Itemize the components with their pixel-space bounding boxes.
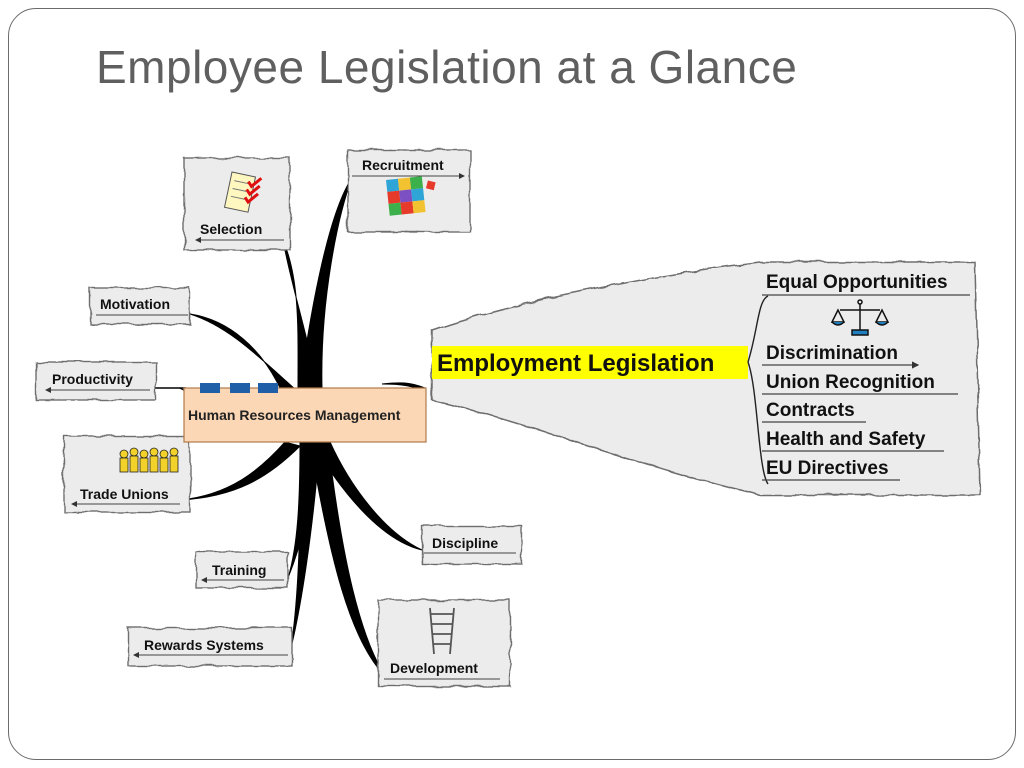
node-development: Development <box>377 599 511 687</box>
connector-recruitment <box>299 177 353 389</box>
item-equal-opportunities: Equal Opportunities <box>766 272 948 293</box>
label-rewards-systems: Rewards Systems <box>144 637 264 653</box>
checklist-icon <box>223 171 263 213</box>
label-discipline: Discipline <box>432 535 498 551</box>
center-tab <box>200 383 220 393</box>
node-recruitment: Recruitment <box>347 149 471 233</box>
legislation-items: Equal Opportunities Discrimination Union… <box>762 272 970 481</box>
legislation-cloud: Employment Legislation Equal Opportuniti… <box>431 261 981 496</box>
legislation-bracket <box>747 295 769 485</box>
label-motivation: Motivation <box>100 296 170 312</box>
label-training: Training <box>212 562 266 578</box>
node-rewards-systems: Rewards Systems <box>127 627 293 667</box>
connector-motivation <box>189 313 298 391</box>
center-node: Human Resources Management <box>183 383 427 443</box>
label-development: Development <box>390 660 478 676</box>
item-union-recognition: Union Recognition <box>766 372 935 393</box>
node-discipline: Discipline <box>421 525 523 565</box>
node-selection: Selection <box>183 157 291 251</box>
item-discrimination: Discrimination <box>766 343 898 364</box>
item-health-safety: Health and Safety <box>766 429 926 450</box>
center-tab <box>230 383 250 393</box>
node-productivity: Productivity <box>35 361 157 401</box>
label-recruitment: Recruitment <box>362 157 444 173</box>
jigsaw-icon <box>386 176 436 216</box>
crowd-icon <box>119 447 179 473</box>
center-tab <box>258 383 278 393</box>
node-motivation: Motivation <box>89 287 191 325</box>
slide-title: Employee Legislation at a Glance <box>96 41 798 93</box>
label-trade-unions: Trade Unions <box>80 486 169 502</box>
legislation-label: Employment Legislation <box>437 350 714 377</box>
legislation-highlight <box>432 346 748 379</box>
item-eu-directives: EU Directives <box>766 458 889 479</box>
center-box <box>183 387 427 443</box>
connectors <box>150 177 426 677</box>
label-selection: Selection <box>200 221 262 237</box>
item-contracts: Contracts <box>766 400 855 421</box>
scales-icon <box>830 299 890 336</box>
connector-trade-unions <box>179 441 301 501</box>
node-trade-unions: Trade Unions <box>63 435 191 513</box>
label-productivity: Productivity <box>52 371 133 387</box>
ladder-icon <box>429 607 455 655</box>
center-label: Human Resources Management <box>188 407 401 423</box>
node-training: Training <box>195 551 289 589</box>
